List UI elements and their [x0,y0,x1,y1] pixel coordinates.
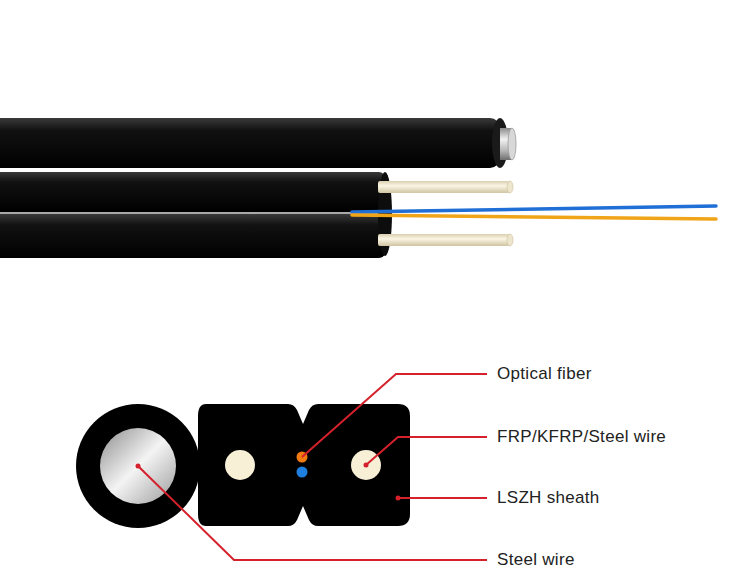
leader-line [398,497,487,499]
callout-label: FRP/KFRP/Steel wire [497,427,666,447]
split-groove [0,213,385,214]
lszh-sheath-section [198,404,410,526]
rod-end [507,234,513,246]
callout-label: LSZH sheath [497,488,600,508]
leader-dot [396,496,401,501]
messenger-sheath [0,118,500,168]
rod-end [507,181,513,193]
fiber-unit-upper [0,172,385,212]
leader-dot [364,463,369,468]
callout-label: Optical fiber [497,364,592,384]
leader-dot [136,464,141,469]
leader-line [138,466,487,560]
fiber-orange [352,215,716,219]
fiber-blue [352,206,716,212]
strength-rod-upper [378,181,510,193]
fiber-unit-lower [0,214,385,258]
callout-label: Steel wire [497,550,575,570]
steel-wire-end [508,128,516,160]
leader-line [302,374,487,457]
fiber-blue-section [297,467,308,478]
strength-rod-lower [378,234,510,246]
strength-member-section [225,450,255,480]
leader-line [366,437,487,465]
leader-lines [138,374,487,560]
